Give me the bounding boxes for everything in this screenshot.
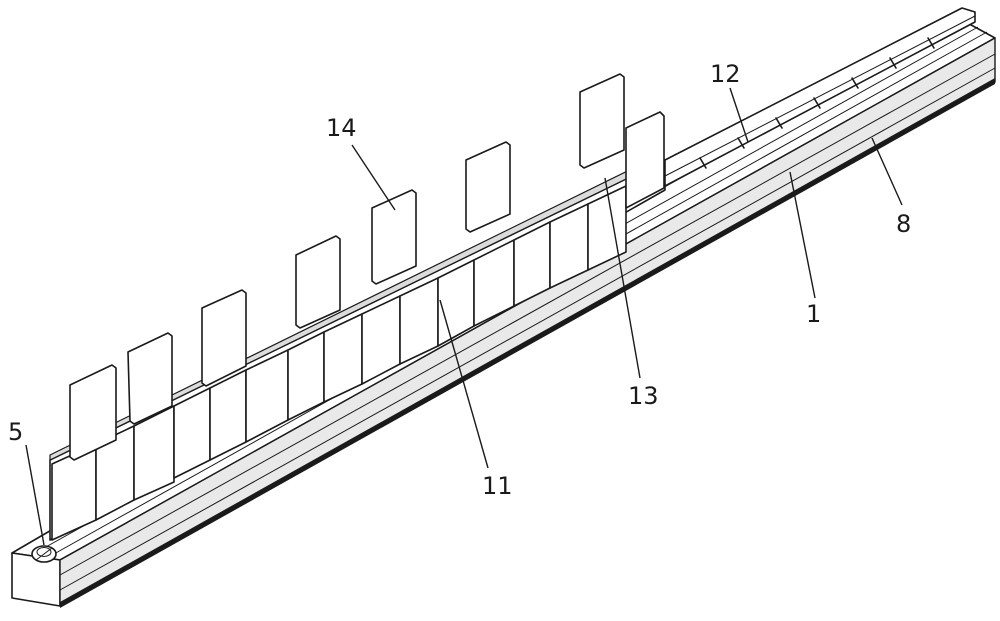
leader-12 — [729, 87, 749, 143]
tab-5 — [371, 189, 417, 285]
tab-4 — [295, 235, 341, 329]
callout-labels: 5 14 12 8 1 13 11 — [8, 60, 911, 500]
label-8: 8 — [896, 210, 911, 238]
rail-side-face — [59, 37, 996, 607]
leader-1 — [789, 171, 816, 299]
leader-13 — [604, 177, 641, 379]
pin-plate-2a — [133, 405, 175, 501]
screw-inner — [36, 547, 52, 557]
rail-side-line-b — [59, 67, 996, 591]
busbar-teeth — [664, 7, 976, 187]
tab-2 — [127, 332, 173, 425]
busbar-teeth-marks — [699, 37, 935, 169]
pin-plate-9 — [625, 111, 665, 209]
label-1: 1 — [806, 300, 821, 328]
label-14: 14 — [326, 114, 357, 142]
tab-3 — [201, 289, 247, 387]
tab-1 — [69, 364, 117, 461]
base-rail — [11, 19, 996, 608]
tab-8 — [579, 73, 625, 169]
leader-14 — [351, 144, 396, 211]
label-12: 12 — [710, 60, 741, 88]
busbar-teeth-line — [664, 15, 976, 177]
pin-plate-8b — [587, 185, 627, 271]
tab-6 — [465, 141, 511, 233]
label-13: 13 — [628, 382, 659, 410]
leader-5 — [25, 444, 45, 546]
label-11: 11 — [482, 472, 513, 500]
leader-lines — [25, 87, 903, 546]
leader-8 — [871, 137, 903, 206]
screw-slot — [35, 547, 53, 561]
rail-front-face — [11, 552, 61, 607]
leader-11 — [439, 299, 489, 469]
busbar-teeth-strip — [664, 7, 976, 187]
pin-plates — [51, 73, 665, 541]
rail-side-line-a — [59, 53, 996, 576]
terminal-screw — [31, 545, 57, 563]
rail-bottom-strip — [60, 78, 995, 608]
label-5: 5 — [8, 418, 23, 446]
